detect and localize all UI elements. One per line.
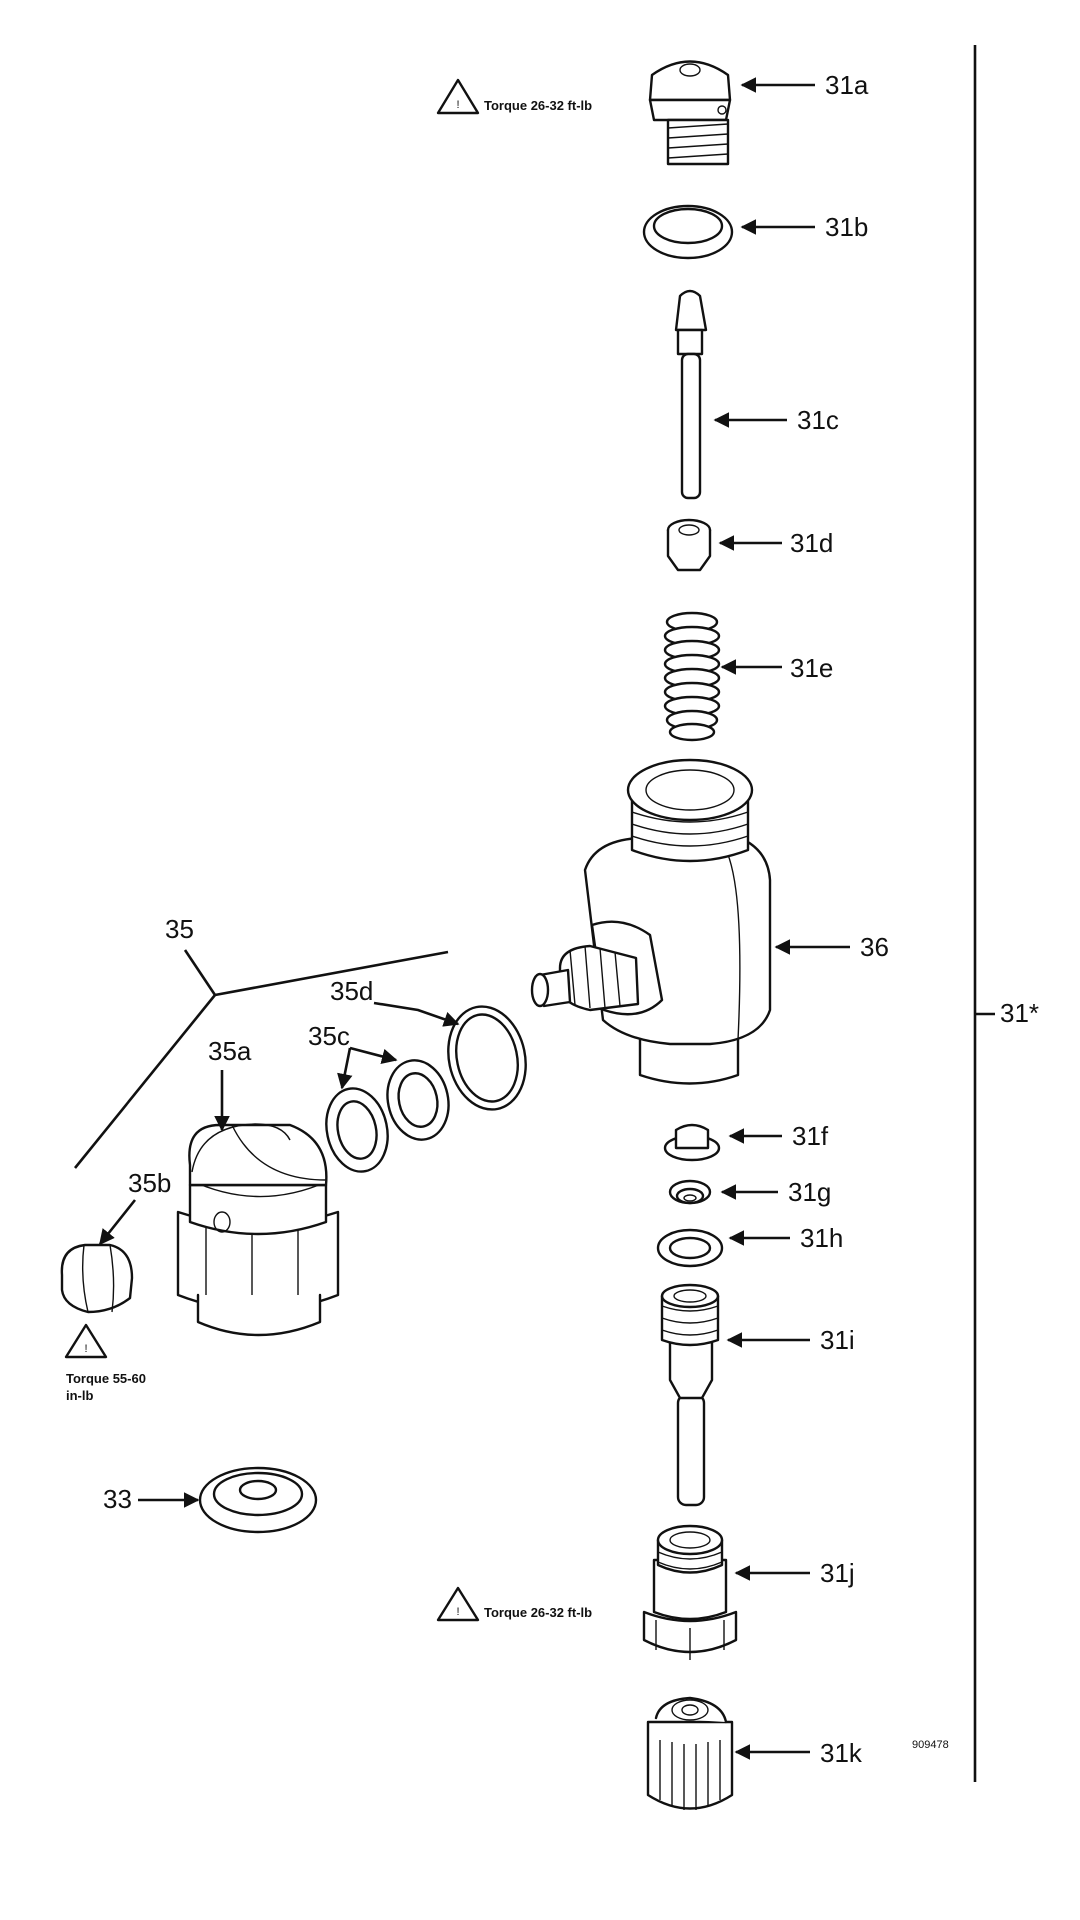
part-31c-pin (674, 289, 708, 500)
part-33-washer (198, 1466, 318, 1534)
label-35a: 35a (208, 1036, 252, 1066)
part-35d-o-ring (447, 1005, 527, 1111)
label-35: 35 (165, 914, 194, 944)
part-35b-cap-nut (60, 1243, 134, 1314)
part-31b-seal-ring (642, 204, 734, 260)
figure-id: 909478 (912, 1739, 949, 1751)
label-31j: 31j (820, 1558, 855, 1588)
label-31d: 31d (790, 528, 833, 558)
svg-text:!: ! (84, 1343, 87, 1355)
label-35c: 35c (308, 1021, 350, 1051)
label-31b: 31b (825, 212, 868, 242)
part-31f-poppet (663, 1123, 721, 1162)
torque-note-bottom: ! Torque 26-32 ft-lb (436, 1586, 592, 1622)
part-35c-rings (325, 1059, 450, 1173)
torque-bottom-text: Torque 26-32 ft-lb (484, 1605, 592, 1620)
label-35d: 35d (330, 976, 373, 1006)
label-31a: 31a (825, 70, 869, 100)
svg-text:!: ! (456, 99, 459, 111)
part-31a-hex-plug (648, 60, 732, 166)
label-31i: 31i (820, 1325, 855, 1355)
part-31d-cap (666, 518, 712, 572)
label-31g: 31g (788, 1177, 831, 1207)
label-31e: 31e (790, 653, 833, 683)
label-31-star: 31* (1000, 998, 1039, 1028)
part-36-pump-body (530, 758, 772, 1085)
label-31f: 31f (792, 1121, 829, 1151)
label-31c: 31c (797, 405, 839, 435)
part-31h-seal (656, 1228, 724, 1268)
part-31k-knurled-cap (646, 1696, 734, 1810)
part-31j-fitting (642, 1524, 738, 1660)
torque-top-text: Torque 26-32 ft-lb (484, 98, 592, 113)
part-31g-spring (668, 1179, 712, 1205)
part-31i-valve-seat (660, 1283, 720, 1507)
label-31k: 31k (820, 1738, 863, 1768)
torque-note-side: ! Torque 55-60 in-lb (64, 1323, 146, 1403)
assembly-35-lines: 35 (73, 914, 449, 1169)
torque-side-line1: Torque 55-60 (66, 1371, 146, 1386)
label-35b: 35b (128, 1168, 171, 1198)
label-36: 36 (860, 932, 889, 962)
part-35a-elbow-fitting (176, 1123, 340, 1337)
label-31h: 31h (800, 1223, 843, 1253)
part-31e-spring (663, 611, 721, 742)
torque-side-line2: in-lb (66, 1388, 93, 1403)
assembly-bracket-31: 31* (973, 45, 1039, 1782)
torque-note-top: ! Torque 26-32 ft-lb (436, 78, 592, 115)
svg-text:!: ! (456, 1606, 459, 1618)
label-33: 33 (103, 1484, 132, 1514)
